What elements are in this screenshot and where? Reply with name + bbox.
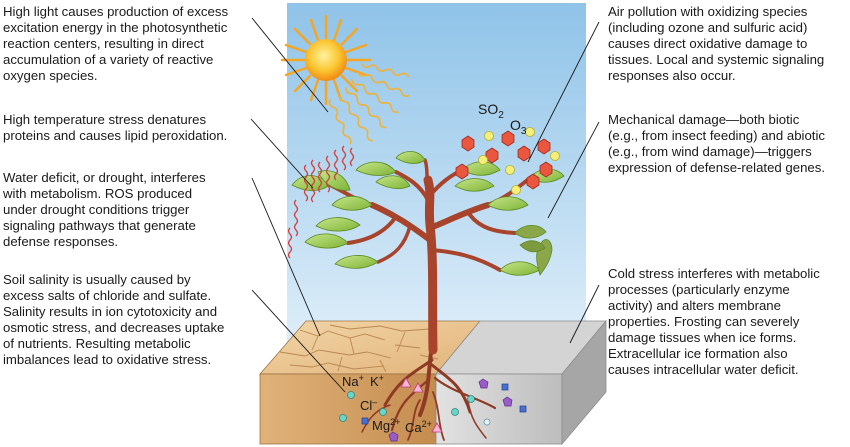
caption-line: causes intracellular water deficit. — [608, 362, 799, 377]
caption-line: Salinity results in ion cytotoxicity and — [3, 304, 218, 319]
caption-line: causes direct oxidative damage to — [608, 36, 808, 51]
potassium-ion-label: K+ — [370, 373, 384, 389]
caption-line: Water deficit, or drought, interferes — [3, 170, 206, 185]
salinity-stress-caption: Soil salinity is usually caused by exces… — [3, 272, 224, 368]
caption-line: High temperature stress denatures — [3, 112, 207, 127]
caption-line: Extracellular ice formation also — [608, 346, 788, 361]
air-pollution-caption: Air pollution with oxidizing species (in… — [608, 4, 824, 84]
so2-label: SO2 — [478, 101, 504, 121]
o3-label: O3 — [510, 117, 527, 137]
light-stress-caption: High light causes production of excess e… — [3, 4, 228, 84]
cold-stress-caption: Cold stress interferes with metabolic pr… — [608, 266, 820, 378]
ion-shapes — [339, 377, 527, 442]
caption-line: Cold stress interferes with metabolic — [608, 266, 820, 281]
caption-line: reaction centers, resulting in direct — [3, 36, 204, 51]
caption-line: proteins and causes lipid peroxidation. — [3, 128, 228, 143]
caption-line: Air pollution with oxidizing species — [608, 4, 808, 19]
pollutant-molecules — [455, 127, 560, 195]
light-rays — [328, 63, 410, 145]
caption-line: (e.g., from insect feeding) and abiotic — [608, 128, 825, 143]
caption-line: under drought conditions trigger — [3, 202, 190, 217]
caption-line: with metabolism. ROS produced — [3, 186, 193, 201]
drought-stress-caption: Water deficit, or drought, interferes wi… — [3, 170, 206, 250]
caption-line: tissues. Local and systemic signaling — [608, 52, 825, 67]
heat-waves — [287, 145, 355, 259]
caption-line: Soil salinity is usually caused by — [3, 272, 191, 287]
caption-line: signaling pathways that generate — [3, 218, 196, 233]
magnesium-ion-label: Mg2+ — [372, 417, 400, 433]
sodium-ion-label: Na+ — [342, 373, 364, 389]
caption-line: Mechanical damage—both biotic — [608, 112, 800, 127]
calcium-ion-label: Ca2+ — [405, 419, 432, 435]
leader-lines — [250, 17, 600, 393]
caption-line: (including ozone and sulfuric acid) — [608, 20, 808, 35]
caption-line: excess salts of chloride and sulfate. — [3, 288, 212, 303]
caption-line: activity) and alters membrane — [608, 298, 781, 313]
leaves — [291, 151, 565, 276]
caption-line: of nutrients. Resulting metabolic — [3, 336, 191, 351]
roots — [361, 343, 497, 441]
caption-line: properties. Frosting can severely — [608, 314, 800, 329]
caption-line: oxygen species. — [3, 68, 98, 83]
caption-line: imbalances lead to oxidative stress. — [3, 352, 212, 367]
caption-line: osmotic stress, and decreases uptake — [3, 320, 225, 335]
caption-line: responses also occur. — [608, 68, 736, 83]
caption-line: damage tissues when ice forms. — [608, 330, 797, 345]
chloride-ion-label: Cl– — [360, 397, 377, 413]
caption-line: accumulation of a variety of reactive — [3, 52, 214, 67]
mechanical-damage-caption: Mechanical damage—both biotic (e.g., fro… — [608, 112, 825, 176]
caption-line: defense responses. — [3, 234, 119, 249]
heat-stress-caption: High temperature stress denatures protei… — [3, 112, 227, 144]
caption-line: (e.g., from wind damage)—triggers — [608, 144, 812, 159]
caption-line: expression of defense-related genes. — [608, 160, 826, 175]
caption-line: processes (particularly enzyme — [608, 282, 790, 297]
caption-line: excitation energy in the photosynthetic — [3, 20, 228, 35]
caption-line: High light causes production of excess — [3, 4, 229, 19]
sun — [280, 14, 372, 106]
